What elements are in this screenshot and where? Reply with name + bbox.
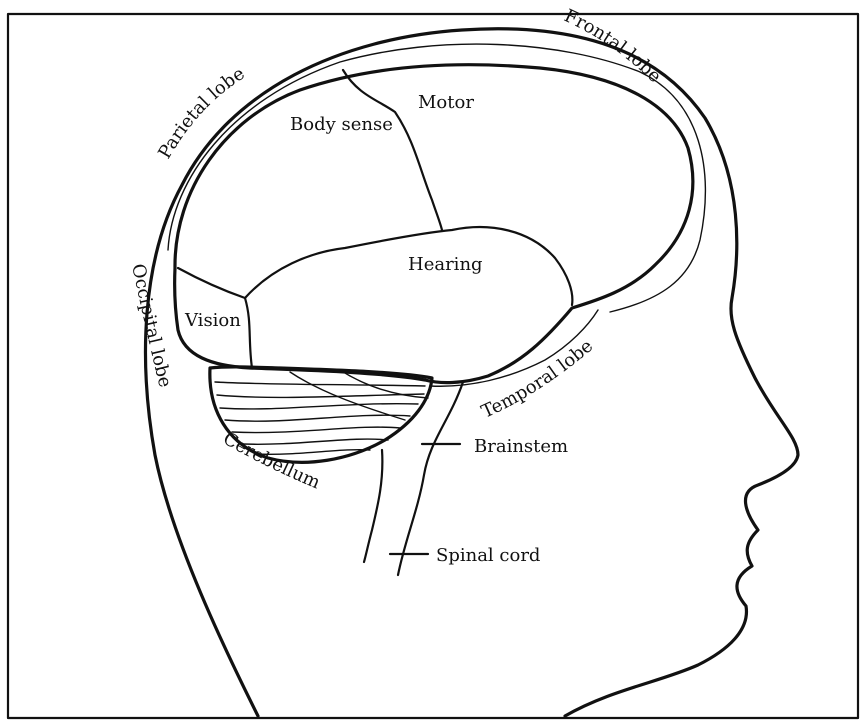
- lateral-sulcus: [178, 227, 572, 305]
- vision-boundary: [245, 298, 252, 368]
- motor-label: Motor: [418, 92, 474, 113]
- body-sense-label: Body sense: [290, 114, 393, 135]
- brainstem-label: Brainstem: [474, 436, 568, 457]
- parietal-lobe-label: Parietal lobe: [154, 63, 248, 162]
- figure-frame: [8, 14, 858, 718]
- vision-label: Vision: [184, 310, 241, 331]
- spinal-cord-label: Spinal cord: [436, 545, 540, 566]
- occipital-lobe-label: Occipital lobe: [127, 262, 175, 390]
- brainstem-back: [364, 450, 382, 562]
- hearing-label: Hearing: [408, 254, 483, 275]
- head-outline: [146, 29, 798, 716]
